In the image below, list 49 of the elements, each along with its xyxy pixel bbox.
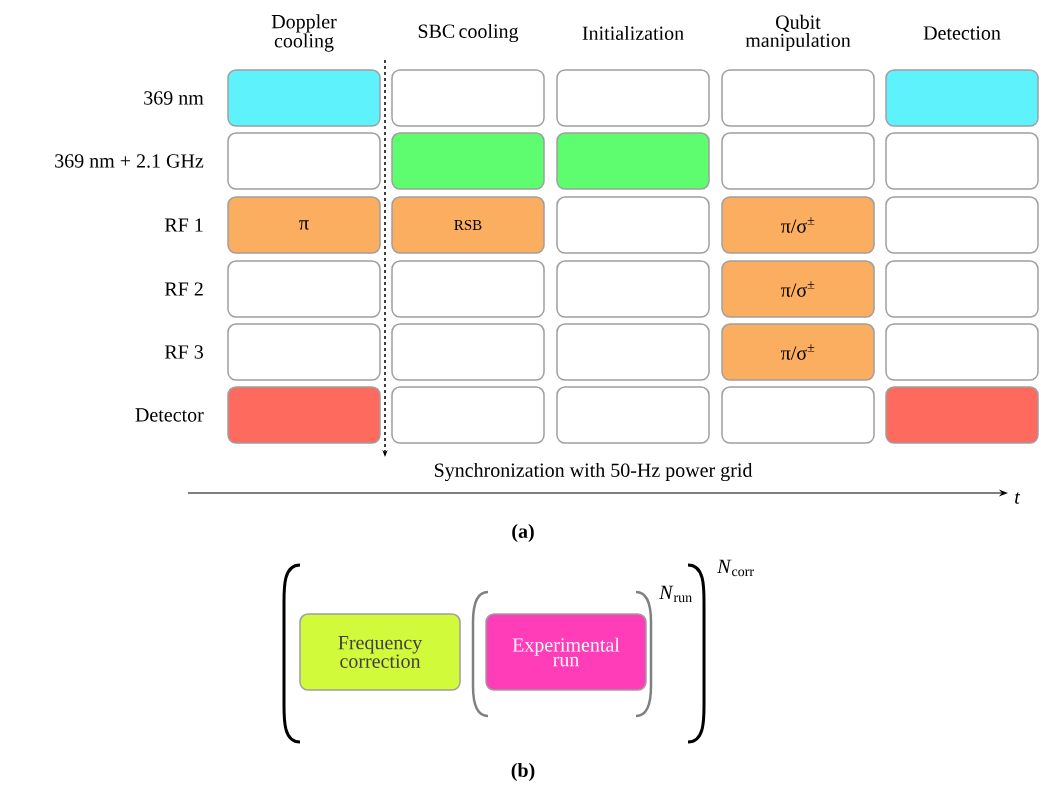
repeat-count: N$_{corr}$ bbox=[717, 559, 754, 577]
row-label: RF 2 bbox=[164, 282, 203, 296]
axis-label: t bbox=[1015, 492, 1021, 504]
empty-box bbox=[885, 260, 1039, 318]
empty-box bbox=[227, 69, 381, 127]
column-header: Qubit manipulation bbox=[745, 14, 851, 52]
empty-box bbox=[556, 260, 710, 318]
empty-box bbox=[227, 386, 381, 444]
empty-box bbox=[885, 386, 1039, 444]
repeat-count: N$_{run}$ bbox=[659, 585, 692, 603]
phase-box: π bbox=[227, 196, 381, 254]
empty-box bbox=[391, 260, 545, 318]
empty-box bbox=[885, 132, 1039, 190]
empty-box bbox=[721, 132, 875, 190]
empty-box bbox=[721, 69, 875, 127]
empty-box bbox=[227, 260, 381, 318]
phase-box: π/σ$^{±}$ bbox=[721, 323, 875, 381]
row-label: RF 3 bbox=[164, 345, 203, 359]
panel-label: (a) bbox=[512, 523, 534, 543]
step-box: Experimental run bbox=[485, 613, 647, 691]
panel-label: (b) bbox=[511, 762, 535, 782]
column-header: Doppler cooling bbox=[271, 14, 337, 52]
empty-box bbox=[227, 132, 381, 190]
column-header: Initialization bbox=[582, 25, 684, 41]
phase-box: RSB bbox=[391, 196, 545, 254]
step-box: Frequency correction bbox=[299, 613, 461, 691]
row-label: RF 1 bbox=[164, 218, 203, 232]
row-label: 369 nm + 2.1 GHz bbox=[55, 154, 204, 168]
phase-box: π/σ$^{±}$ bbox=[721, 196, 875, 254]
axis-caption: Synchronization with 50-Hz power grid bbox=[434, 462, 753, 482]
empty-box bbox=[885, 323, 1039, 381]
empty-box bbox=[721, 386, 875, 444]
empty-box bbox=[227, 323, 381, 381]
empty-box bbox=[556, 69, 710, 127]
empty-box bbox=[391, 132, 545, 190]
empty-box bbox=[556, 386, 710, 444]
empty-box bbox=[556, 132, 710, 190]
empty-box bbox=[556, 196, 710, 254]
row-label: 369 nm bbox=[144, 91, 204, 105]
empty-box bbox=[391, 386, 545, 444]
phase-box: π/σ$^{±}$ bbox=[721, 260, 875, 318]
row-label: Detector bbox=[135, 408, 204, 422]
column-header: SBC cooling bbox=[418, 23, 519, 43]
empty-box bbox=[885, 69, 1039, 127]
empty-box bbox=[391, 69, 545, 127]
empty-box bbox=[556, 323, 710, 381]
empty-box bbox=[885, 196, 1039, 254]
column-header: Detection bbox=[923, 26, 1001, 40]
empty-box bbox=[391, 323, 545, 381]
